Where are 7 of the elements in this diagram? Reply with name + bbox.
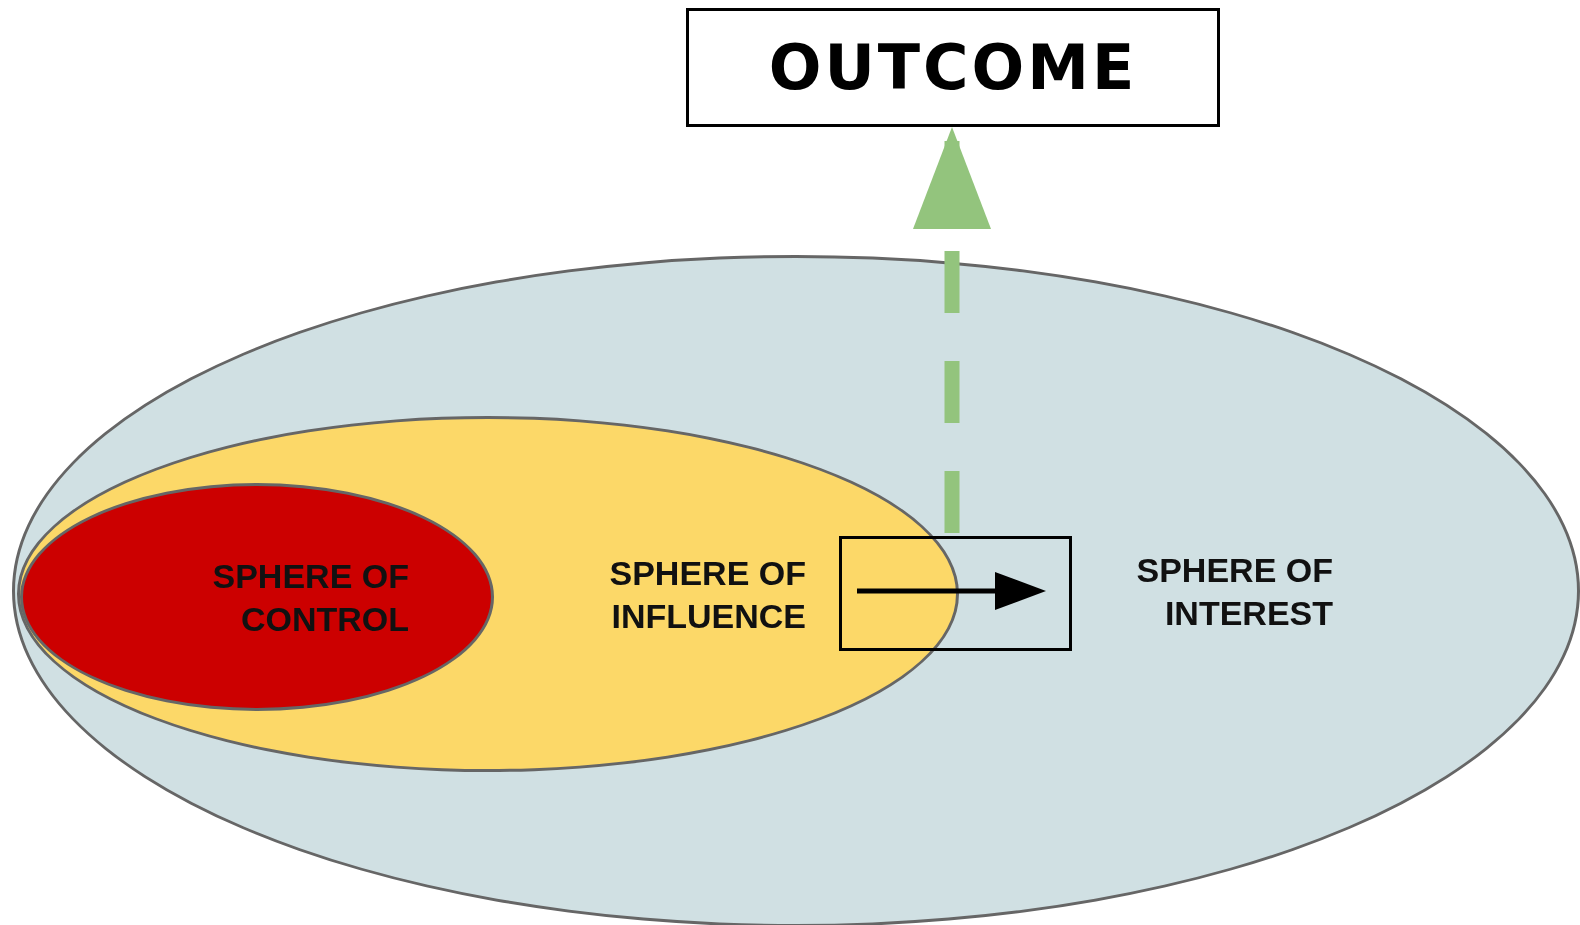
outcome-label: OUTCOME — [767, 30, 1139, 106]
transition-box — [839, 536, 1072, 651]
sphere-label: SPHERE OF INFLUENCE — [608, 553, 806, 637]
sphere-label: SPHERE OF INTEREST — [1135, 550, 1333, 634]
dashed-arrow — [913, 127, 991, 533]
sphere-label: SPHERE OF CONTROL — [211, 556, 409, 640]
outcome-box — [686, 8, 1220, 127]
